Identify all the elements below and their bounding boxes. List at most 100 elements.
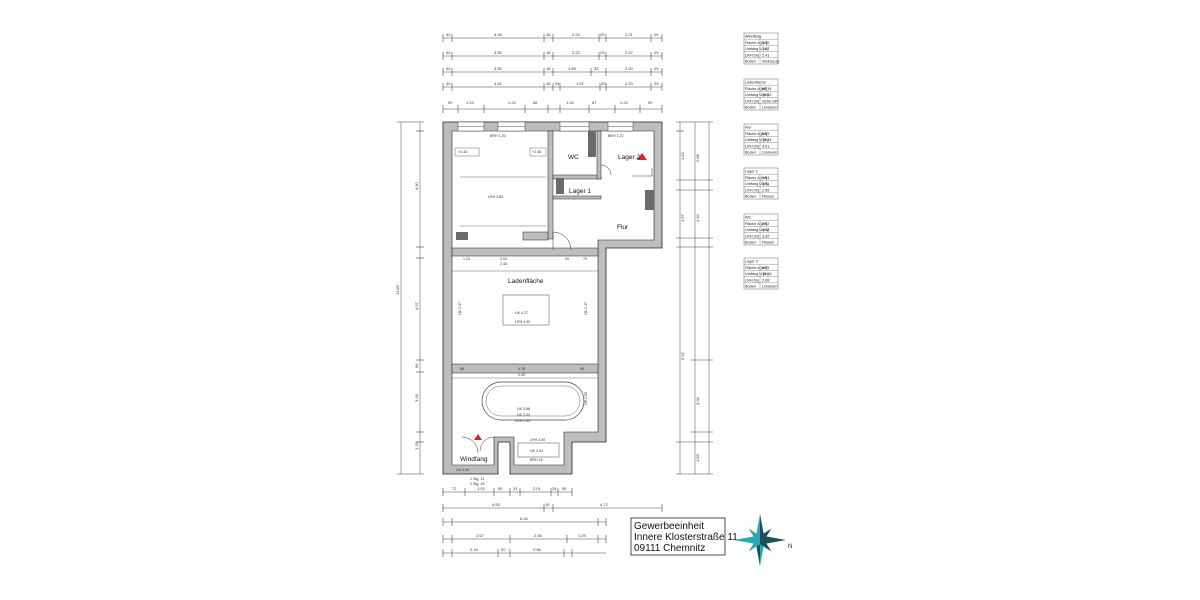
table-cell-label: Umfang U [m] (745, 138, 768, 142)
annotation: 2 Stg. 15 (470, 482, 484, 486)
table-cell-value: Linoleum (762, 285, 777, 289)
annotation: BRH 1.22 (608, 134, 624, 138)
dim-label: 16 (546, 81, 551, 86)
room-lager2: Lager 2 (618, 154, 640, 161)
compass-icon: N (734, 514, 792, 566)
dim-label: 3.04 (414, 393, 419, 402)
annotation: 98 (460, 367, 464, 371)
dim-label: 29 (654, 66, 659, 71)
dim-label: 4.51 (494, 81, 503, 86)
annotation: 2.04 (500, 257, 507, 261)
table-title: Windfang (745, 35, 761, 39)
table-frame (743, 32, 779, 65)
dim-label: 4.48 (494, 32, 503, 37)
dim-label: 6.34 (520, 516, 529, 521)
dim-label: 2.16 (470, 547, 479, 552)
table-cell-value: 10.16 (762, 272, 772, 276)
table-cell-label: Fläche A [m²] (745, 176, 767, 180)
table-title: Flur (745, 126, 752, 130)
table-cell-label: Umfang U [m] (745, 182, 768, 186)
table-cell-value: 3.10 (762, 41, 769, 45)
dim-label: 1.24 (466, 100, 475, 105)
dim-label: 50 (448, 100, 453, 105)
dim-label: 4.90 (414, 181, 419, 190)
dim-label: 1.24 (620, 100, 629, 105)
dim-label: 31 (513, 486, 518, 491)
annotation: BRH 15 (530, 458, 543, 462)
annotation: UK 3.06 (456, 468, 469, 472)
dim-label: 2.23 (625, 81, 634, 86)
dim-label: 1.97 (680, 213, 685, 222)
annotation: UK 3.68 (517, 407, 530, 411)
dim-label: 24 (552, 486, 557, 491)
annotation: BRH 1.20 (490, 134, 506, 138)
dim-label: 96 (414, 363, 419, 368)
annotation: 2.46 (500, 262, 507, 266)
doors (461, 164, 653, 454)
dim-label: 29 (654, 32, 659, 37)
table-cell-value: 2.62 (762, 222, 769, 226)
annotation: +2.48 (532, 150, 541, 154)
dim-label: 4.72 (600, 502, 609, 507)
table-cell-value: Linoleum (762, 106, 777, 110)
annotation: 99 (565, 257, 569, 261)
dim-label: 2.67 (476, 533, 485, 538)
table-cell-label: Boden (745, 241, 756, 245)
table-cell-label: Boden (745, 106, 756, 110)
table-cell-value: 1.64 (762, 176, 769, 180)
annotation: UK 2.47 (458, 302, 462, 315)
dim-label: 29 (600, 32, 605, 37)
dim-label: 29 (600, 50, 605, 55)
table-cell-value: 6.25 (762, 266, 769, 270)
dim-label: 2.00 (625, 66, 634, 71)
table-cell-value: Linoleum (762, 151, 777, 155)
table-title: Lager 1 (745, 170, 758, 174)
dim-label: 2.56 (533, 547, 542, 552)
table-cell-value: 7.27 (762, 47, 769, 51)
dim-label: 16 (546, 66, 551, 71)
annotation: 96 (580, 367, 584, 371)
dim-label: 50 (498, 486, 503, 491)
dim-label: 2.01 (533, 486, 542, 491)
annotation: UK 4.27 (515, 311, 528, 315)
table-cell-label: Fläche A [m²] (745, 222, 767, 226)
table-cell-label: Umfang U [m] (745, 272, 768, 276)
dim-label: 33 (594, 66, 599, 71)
dim-label: 1.97 (576, 81, 585, 86)
table-frame (743, 257, 779, 290)
table-cell-value: siehe GR (762, 99, 778, 103)
dim-label: 42 (446, 32, 451, 37)
table-cell-label: LRH [m] (745, 278, 759, 282)
table-cell-label: Boden (745, 285, 756, 289)
table-cell-value: Fliesen (762, 195, 774, 199)
left-dimension-chains (397, 121, 424, 475)
table-cell-value: 8.89 (762, 132, 769, 136)
walls (442, 121, 663, 475)
table-cell-value: 13.34 (762, 138, 772, 142)
dim-label: 1.24 (508, 100, 517, 105)
room-lager1: Lager 1 (569, 188, 591, 195)
dim-label: 2.21 (625, 32, 634, 37)
annotation: LRH 4.40 (515, 320, 530, 324)
table-cell-label: Fläche A [m²] (745, 41, 767, 45)
table-cell-label: Umfang U [m] (745, 228, 768, 232)
annotation: LRH 3.80 (488, 195, 503, 199)
room-windfang: Windfang (460, 456, 488, 463)
warning-icon (637, 153, 647, 160)
dim-label: 16 (545, 502, 550, 507)
table-cell-value: 2.55 (762, 188, 769, 192)
dim-label: 1.29 (578, 533, 587, 538)
annotation: LRH 2.55 (515, 419, 530, 423)
dim-label: 4.50 (494, 66, 503, 71)
annotation: 2.40 (518, 373, 525, 377)
dim-label: 4.50 (494, 50, 503, 55)
room-flur: Flur (617, 224, 629, 231)
annotation: UK 3.03 (530, 449, 543, 453)
title-line-1: Gewerbeeinheit (634, 521, 704, 532)
annotation: 1.24 (463, 257, 470, 261)
dim-label: 34 (555, 81, 560, 86)
